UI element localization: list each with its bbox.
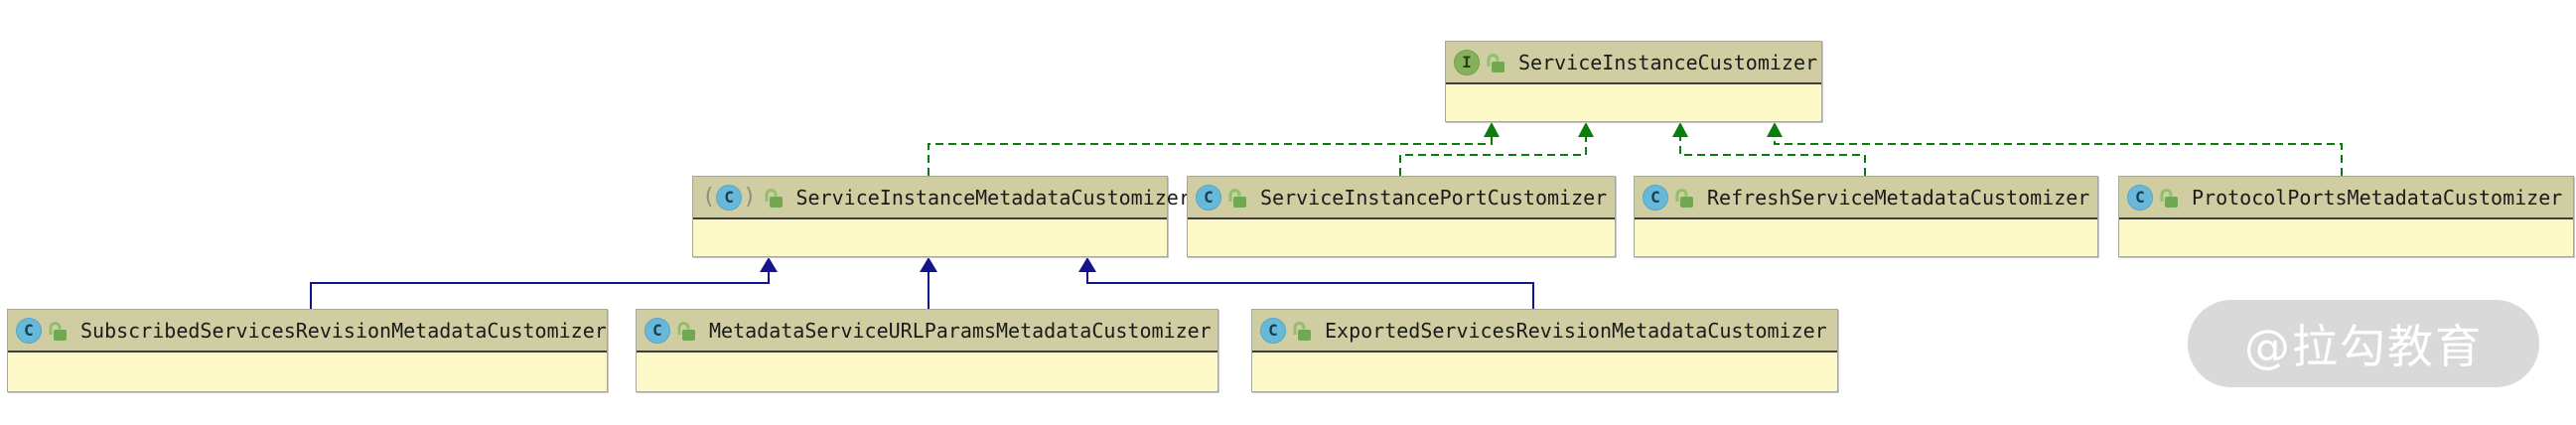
node-title: ServiceInstanceMetadataCustomizer [795,185,1191,210]
edge-extends-subscribed [310,271,770,309]
unlocked-icon [1226,187,1247,209]
abstract-class-icon: C [716,184,743,211]
watermark-badge: @拉勾教育 [2188,300,2539,387]
unlocked-icon [2158,187,2179,209]
interface-icon: I [1454,49,1480,75]
implements-edges [928,137,2343,176]
unlocked-icon [675,320,696,342]
class-node-subscribed-services-revision-metadata-customizer[interactable]: C SubscribedServicesRevisionMetadataCust… [7,309,608,392]
node-header: C ExportedServicesRevisionMetadataCustom… [1252,310,1837,353]
class-icon-letter: C [1268,320,1278,340]
abstract-paren-close: ) [743,184,757,210]
unlocked-icon [1673,187,1694,209]
node-title: SubscribedServicesRevisionMetadataCustom… [80,318,607,343]
class-icon: C [1196,184,1221,211]
arrowhead-icon [1578,122,1594,137]
arrowhead-icon [1672,122,1688,137]
edge-implements-protocol-customizer [1774,137,2343,176]
arrowhead-icon [920,257,937,272]
node-title: ProtocolPortsMetadataCustomizer [2192,185,2563,210]
node-header: C RefreshServiceMetadataCustomizer [1635,177,2097,219]
node-body [1188,219,1615,256]
extends-arrowheads [760,257,1096,272]
node-body [693,219,1167,256]
arrowhead-icon [1767,122,1783,137]
node-body [8,353,607,391]
class-node-refresh-service-metadata-customizer[interactable]: C RefreshServiceMetadataCustomizer [1634,176,2098,257]
class-icon-letter: C [1204,187,1214,207]
arrowhead-icon [1078,257,1096,272]
arrowhead-icon [760,257,778,272]
arrowhead-icon [1484,122,1500,137]
class-icon-letter: C [652,320,662,340]
node-body [637,353,1217,391]
edge-implements-metadata-customizer [928,137,1493,176]
unlocked-icon [1291,320,1312,342]
class-node-metadata-service-url-params-metadata-customizer[interactable]: C MetadataServiceURLParamsMetadataCustom… [636,309,1218,392]
node-title: ExportedServicesRevisionMetadataCustomiz… [1325,318,1827,343]
class-icon: C [1643,184,1668,211]
node-header: I ServiceInstanceCustomizer [1446,42,1821,84]
class-icon: C [2127,184,2153,211]
node-title: RefreshServiceMetadataCustomizer [1707,185,2090,210]
class-icon: C [644,317,670,344]
watermark-text: @拉勾教育 [2244,320,2483,373]
unlocked-icon [763,187,784,209]
class-icon-letter: C [2135,187,2145,207]
class-icon-letter: C [1650,187,1660,207]
implements-arrowheads [1484,122,1783,137]
node-body [1446,84,1821,121]
node-body [1252,353,1837,391]
node-body [2119,219,2573,256]
unlocked-icon [1485,52,1505,73]
node-header: C SubscribedServicesRevisionMetadataCust… [8,310,607,353]
class-node-service-instance-port-customizer[interactable]: C ServiceInstancePortCustomizer [1187,176,1616,257]
class-node-exported-services-revision-metadata-customizer[interactable]: C ExportedServicesRevisionMetadataCustom… [1251,309,1838,392]
class-node-service-instance-metadata-customizer[interactable]: ( C ) ServiceInstanceMetadataCustomizer [692,176,1191,257]
node-header: C ServiceInstancePortCustomizer [1188,177,1615,219]
class-icon: C [1260,317,1286,344]
node-title: ServiceInstancePortCustomizer [1260,185,1608,210]
node-header: ( C ) ServiceInstanceMetadataCustomizer [693,177,1191,219]
node-title: ServiceInstanceCustomizer [1518,50,1818,74]
edge-implements-refresh-customizer [1679,137,1866,176]
extends-edges [310,271,1534,309]
node-header: C MetadataServiceURLParamsMetadataCustom… [637,310,1217,353]
class-node-protocol-ports-metadata-customizer[interactable]: C ProtocolPortsMetadataCustomizer [2118,176,2574,257]
edge-extends-exported [1086,271,1534,309]
class-icon: C [16,317,42,344]
node-body [1635,219,2097,256]
unlocked-icon [47,320,68,342]
class-icon-letter: C [724,187,735,207]
edge-implements-port-customizer [1399,137,1587,176]
node-title: MetadataServiceURLParamsMetadataCustomiz… [709,318,1212,343]
abstract-paren-open: ( [702,184,716,210]
interface-icon-letter: I [1462,52,1472,71]
class-icon-letter: C [24,320,34,340]
node-header: C ProtocolPortsMetadataCustomizer [2119,177,2573,219]
class-node-service-instance-customizer[interactable]: I ServiceInstanceCustomizer [1445,41,1822,122]
